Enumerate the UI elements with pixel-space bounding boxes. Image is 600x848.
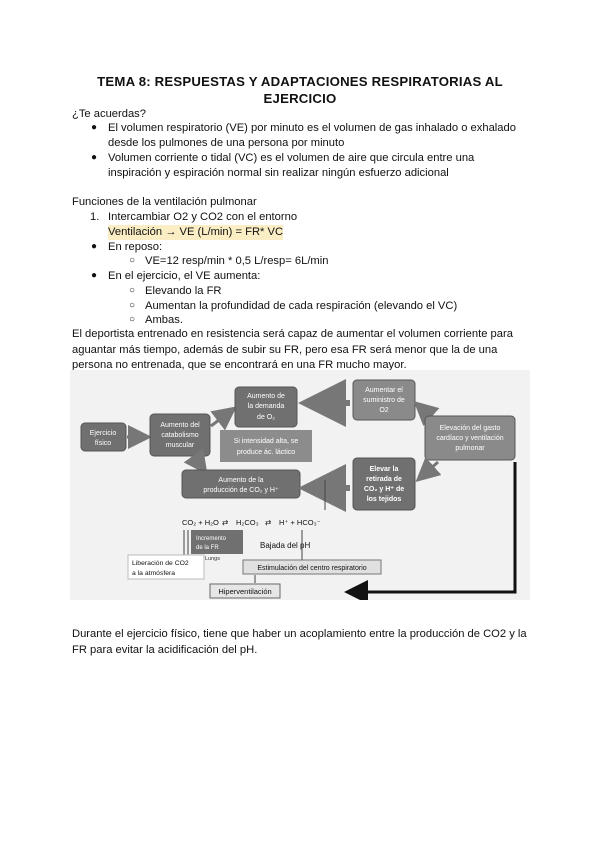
exercise-item-3: Ambas. [145, 314, 183, 326]
chemical-equation: CO₂ + H₂O ⇄ H₂CO₃ ⇄ H⁺ + HCO₃⁻ [182, 518, 321, 527]
box-exercise-line-2: físico [95, 440, 111, 447]
arrow [183, 448, 208, 475]
recall-heading: ¿Te acuerdas? [72, 108, 147, 120]
box-cardiac-line-3: pulmonar [455, 445, 485, 452]
equation-arrow-1: ⇄ [222, 518, 229, 527]
numbered-item: Intercambiar O2 y CO2 con el entorno [108, 211, 298, 223]
box-co2-release: Liberación de CO2 a la atmósfera [127, 554, 205, 580]
box-fr-line-1: Incremento [196, 536, 227, 542]
box-o2-supply-line-3: O2 [379, 407, 388, 414]
box-cardiac-output: Elevación del gasto cardíaco y ventilaci… [424, 415, 516, 461]
bullet-icon: ● [91, 122, 98, 133]
box-removal-line-4: los tejidos [367, 496, 402, 503]
box-hyperventilation: Hiperventilación [209, 583, 281, 599]
box-release-line-2: a la atmósfera [132, 570, 175, 577]
paragraph-coupling: Durante el ejercicio físico, tiene que h… [72, 628, 527, 656]
box-respiratory-center-label: Estimulación del centro respiratorio [257, 565, 366, 572]
lungs-label: Lungs [205, 556, 220, 562]
rest-value: VE=12 resp/min * 0,5 L/resp= 6L/min [145, 255, 329, 267]
box-removal: Elevar la retirada de CO₂ y H⁺ de los te… [352, 457, 416, 511]
box-hyperventilation-label: Hiperventilación [218, 587, 271, 596]
circle-bullet-icon: ○ [129, 300, 136, 311]
circle-bullet-icon: ○ [129, 255, 136, 266]
box-catabolism-line-3: muscular [166, 442, 195, 449]
exercise-label: En el ejercicio, el VE aumenta: [108, 270, 261, 282]
box-exercise: Ejercicio físico [80, 422, 127, 452]
box-fr-increase: Incremento de la FR [191, 530, 243, 554]
box-fr-line-2: de la FR [196, 545, 219, 551]
box-exercise-line-1: Ejercicio [90, 430, 117, 437]
recall-item-1-line-1: El volumen respiratorio (VE) por minuto … [108, 122, 516, 134]
recall-item-2-line-2: inspiración y espiración normal sin real… [108, 167, 449, 179]
box-removal-line-3: CO₂ y H⁺ de [364, 486, 404, 493]
box-o2-demand-line-2: la demanda [248, 403, 285, 410]
box-o2-supply-line-1: Aumentar el [365, 387, 403, 394]
circle-bullet-icon: ○ [129, 285, 136, 296]
arrow [415, 457, 442, 482]
circle-bullet-icon: ○ [129, 314, 136, 325]
box-o2-demand-line-3: de O₂ [257, 414, 275, 421]
box-o2-supply: Aumentar el suministro de O2 [352, 379, 416, 421]
box-lactic-line-1: Si intensidad alta, se [234, 438, 299, 445]
recall-item-1-line-2: desde los pulmones de una persona por mi… [108, 137, 345, 149]
equation-arrow-2: ⇄ [265, 518, 272, 527]
box-cardiac-line-2: cardíaco y ventilación [436, 435, 503, 442]
box-catabolism: Aumento del catabolismo muscular [149, 413, 211, 457]
box-co2-production: Aumento de la producción de CO₂ y H⁺ [181, 469, 301, 499]
box-catabolism-line-1: Aumento del [160, 422, 200, 429]
box-o2-supply-line-2: suministro de [363, 397, 405, 404]
equation-left: CO₂ + H₂O [182, 518, 219, 527]
bullet-icon: ● [91, 152, 98, 163]
numbered-marker: 1. [90, 211, 100, 223]
paragraph-endurance: El deportista entrenado en resistencia s… [72, 328, 513, 371]
box-release-line-1: Liberación de CO2 [132, 560, 189, 567]
exercise-item-1: Elevando la FR [145, 285, 222, 297]
equation-right: H⁺ + HCO₃⁻ [279, 518, 321, 527]
title-line-1: TEMA 8: RESPUESTAS Y ADAPTACIONES RESPIR… [97, 74, 503, 89]
arrow [210, 406, 237, 431]
functions-heading: Funciones de la ventilación pulmonar [72, 196, 257, 208]
box-cardiac-line-1: Elevación del gasto [440, 425, 501, 432]
rest-label: En reposo: [108, 241, 163, 253]
box-production-line-2: producción de CO₂ y H⁺ [203, 487, 279, 494]
box-o2-demand: Aumento de la demanda de O₂ [234, 386, 298, 428]
equation-middle: H₂CO₃ [236, 518, 259, 527]
box-respiratory-center: Estimulación del centro respiratorio [242, 559, 382, 575]
bullet-icon: ● [91, 241, 98, 252]
feedback-arrow [344, 462, 517, 600]
box-lactic-line-2: produce ác. láctico [237, 449, 295, 456]
respiration-diagram: Ejercicio físico Aumento del catabolismo… [70, 370, 530, 600]
page-title: TEMA 8: RESPUESTAS Y ADAPTACIONES RESPIR… [70, 73, 530, 107]
recall-item-2-line-1: Volumen corriente o tidal (VC) es el vol… [108, 152, 475, 164]
box-o2-demand-line-1: Aumento de [247, 393, 285, 400]
exercise-item-2: Aumentan la profundidad de cada respirac… [145, 300, 458, 312]
box-lactic-acid: Si intensidad alta, se produce ác. lácti… [220, 430, 312, 462]
ph-drop-label: Bajada del pH [260, 541, 310, 550]
box-removal-line-2: retirada de [366, 476, 402, 483]
formula-highlight: Ventilación → VE (L/min) = FR* VC [108, 225, 284, 240]
box-production-line-1: Aumento de la [218, 477, 263, 484]
box-catabolism-line-2: catabolismo [161, 432, 198, 439]
title-line-2: EJERCICIO [263, 91, 337, 106]
box-removal-line-1: Elevar la [370, 466, 399, 473]
bullet-icon: ● [91, 270, 98, 281]
